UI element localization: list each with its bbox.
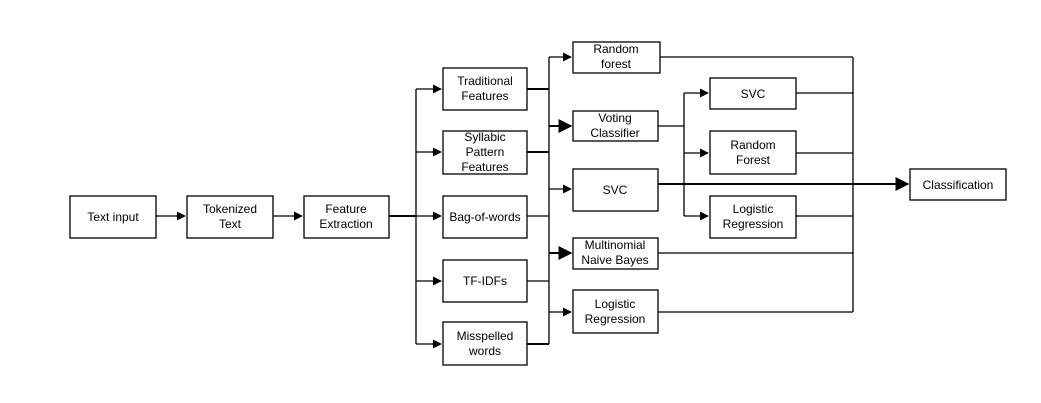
node-label-line: Classifier — [590, 126, 639, 140]
node-label-line: Syllabic — [464, 130, 505, 144]
node-label-line: forest — [601, 57, 632, 71]
node-label-line: Text — [219, 217, 242, 231]
svg-text:Text input: Text input — [87, 210, 139, 224]
node-label-line: Features — [461, 89, 508, 103]
node-bag-of-words: Bag-of-words — [442, 195, 528, 239]
node-text-input: Text input — [69, 195, 157, 239]
node-label-line: Text input — [87, 210, 139, 224]
node-label-line: Feature — [325, 202, 367, 216]
node-label-line: Traditional — [457, 74, 513, 88]
node-label-line: Regression — [723, 217, 784, 231]
node-label-line: Random — [593, 42, 638, 56]
svg-text:Bag-of-words: Bag-of-words — [449, 210, 520, 224]
node-label-line: Pattern — [466, 145, 505, 159]
svg-text:SVC: SVC — [741, 87, 766, 101]
node-classification: Classification — [909, 168, 1007, 201]
svg-text:Classification: Classification — [923, 178, 994, 192]
node-label-line: Forest — [736, 153, 771, 167]
node-tf-idfs: TF-IDFs — [442, 259, 528, 303]
svg-text:TF-IDFs: TF-IDFs — [463, 274, 507, 288]
node-label-line: words — [468, 344, 501, 358]
node-label-line: Tokenized — [203, 202, 257, 216]
node-label-line: SVC — [741, 87, 766, 101]
node-label-line: SVC — [603, 183, 628, 197]
svg-text:SVC: SVC — [603, 183, 628, 197]
node-label-line: TF-IDFs — [463, 274, 507, 288]
node-label-line: Naive Bayes — [581, 253, 648, 267]
node-label-line: Classification — [923, 178, 994, 192]
node-label-line: Bag-of-words — [449, 210, 520, 224]
node-svc-1: SVC — [572, 168, 659, 212]
node-label-line: Extraction — [319, 217, 372, 231]
node-label-line: Random — [730, 138, 775, 152]
node-label-line: Voting — [598, 111, 631, 125]
node-label-line: Logistic — [595, 297, 636, 311]
node-label-line: Features — [461, 160, 508, 174]
node-label-line: Multinomial — [585, 238, 646, 252]
node-label-line: Regression — [585, 312, 646, 326]
node-label-line: Logistic — [733, 202, 774, 216]
node-label-line: Misspelled — [457, 329, 514, 343]
edges — [156, 52, 910, 349]
node-svc-2: SVC — [709, 77, 797, 110]
